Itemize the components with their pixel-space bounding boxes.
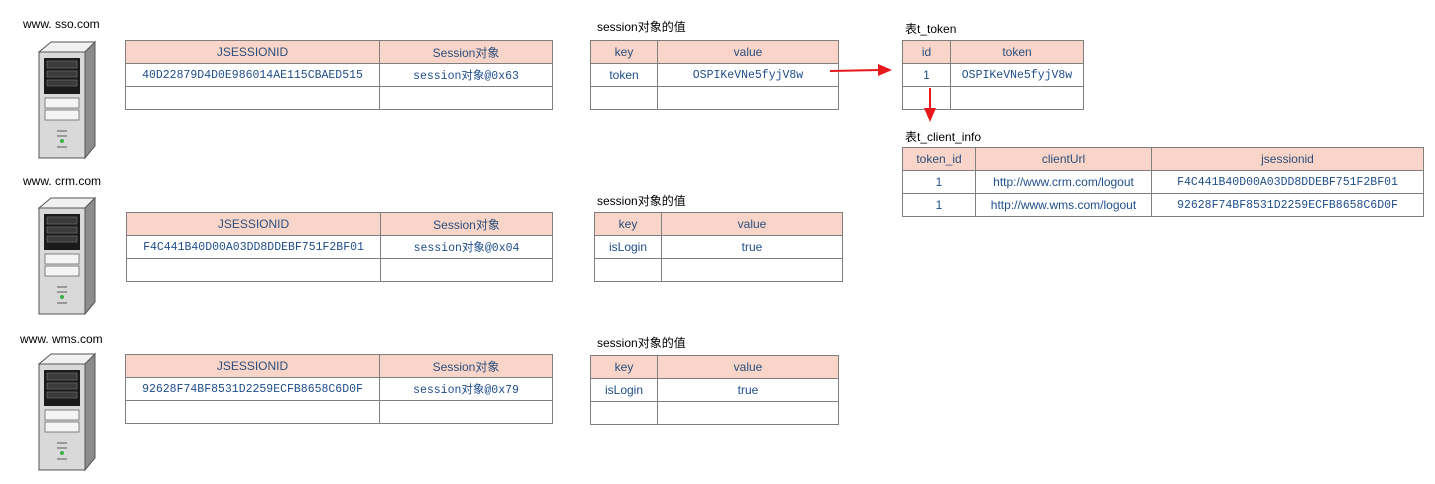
column-header: JSESSIONID [126,212,381,236]
arrow-down-icon [924,88,936,122]
table-row: 1 http://www.wms.com/logout 92628F74BF85… [902,193,1424,217]
column-header: key [590,40,658,64]
column-header: key [594,212,662,236]
session-values-table: key value isLogin true [594,212,843,282]
table-header-row: id token [902,40,1084,64]
column-header: JSESSIONID [125,40,380,64]
column-header: Session对象 [379,354,553,378]
session-values-title: session对象的值 [597,20,686,34]
empty-cell [657,401,839,425]
value-cell: OSPIKeVNe5fyjV8w [657,63,839,87]
column-header: Session对象 [380,212,553,236]
key-cell: isLogin [594,235,662,259]
empty-cell [125,86,380,110]
session-object-cell: session对象@0x04 [380,235,553,259]
empty-cell [379,86,553,110]
table-header-row: key value [590,40,839,64]
table-row [594,258,843,282]
column-header: token_id [902,147,976,171]
table-header-row: key value [594,212,843,236]
client-url-cell: http://www.wms.com/logout [975,193,1152,217]
value-cell: true [657,378,839,402]
server-icon [37,40,97,160]
column-header: jsessionid [1151,147,1424,171]
empty-cell [125,400,380,424]
jsessionid-cell: F4C441B40D00A03DD8DDEBF751F2BF01 [126,235,381,259]
table-row: F4C441B40D00A03DD8DDEBF751F2BF01 session… [126,235,553,259]
empty-cell [590,401,658,425]
id-cell: 1 [902,63,951,87]
table-row [125,400,553,424]
session-values-title: session对象的值 [597,336,686,350]
table-row: 1 http://www.crm.com/logout F4C441B40D00… [902,170,1424,194]
column-header: value [661,212,843,236]
session-table: JSESSIONID Session对象 40D22879D4D0E986014… [125,40,553,110]
table-row: isLogin true [594,235,843,259]
token-id-cell: 1 [902,193,976,217]
server-host-label: www. sso.com [23,17,100,31]
session-values-table: key value isLogin true [590,355,839,425]
table-row [590,86,839,110]
table-row: 40D22879D4D0E986014AE115CBAED515 session… [125,63,553,87]
key-cell: token [590,63,658,87]
column-header: value [657,355,839,379]
table-row [125,86,553,110]
empty-cell [594,258,662,282]
session-values-title: session对象的值 [597,194,686,208]
session-values-table: key value token OSPIKeVNe5fyjV8w [590,40,839,110]
table-row: 92628F74BF8531D2259ECFB8658C6D0F session… [125,377,553,401]
table-row [126,258,553,282]
table-row: token OSPIKeVNe5fyjV8w [590,63,839,87]
jsessionid-cell: F4C441B40D00A03DD8DDEBF751F2BF01 [1151,170,1424,194]
table-header-row: key value [590,355,839,379]
session-object-cell: session对象@0x79 [379,377,553,401]
token-table-title: 表t_token [905,22,957,36]
table-header-row: JSESSIONID Session对象 [126,212,553,236]
jsessionid-cell: 92628F74BF8531D2259ECFB8658C6D0F [125,377,380,401]
client-info-table-title: 表t_client_info [905,130,982,144]
table-row: isLogin true [590,378,839,402]
empty-cell [661,258,843,282]
empty-cell [379,400,553,424]
token-table: id token 1 OSPIKeVNe5fyjV8w [902,40,1084,110]
server-host-label: www. wms.com [20,332,103,346]
column-header: Session对象 [379,40,553,64]
session-table: JSESSIONID Session对象 92628F74BF8531D2259… [125,354,553,424]
table-header-row: JSESSIONID Session对象 [125,40,553,64]
jsessionid-cell: 40D22879D4D0E986014AE115CBAED515 [125,63,380,87]
column-header: value [657,40,839,64]
empty-cell [950,86,1084,110]
jsessionid-cell: 92628F74BF8531D2259ECFB8658C6D0F [1151,193,1424,217]
arrow-right-icon [830,64,892,76]
column-header: clientUrl [975,147,1152,171]
token-id-cell: 1 [902,170,976,194]
table-row: 1 OSPIKeVNe5fyjV8w [902,63,1084,87]
value-cell: true [661,235,843,259]
token-cell: OSPIKeVNe5fyjV8w [950,63,1084,87]
key-cell: isLogin [590,378,658,402]
empty-cell [126,258,381,282]
empty-cell [657,86,839,110]
empty-cell [380,258,553,282]
table-header-row: JSESSIONID Session对象 [125,354,553,378]
column-header: token [950,40,1084,64]
client-info-table: token_id clientUrl jsessionid 1 http://w… [902,147,1424,217]
table-header-row: token_id clientUrl jsessionid [902,147,1424,171]
server-host-label: www. crm.com [23,174,101,188]
empty-cell [590,86,658,110]
client-url-cell: http://www.crm.com/logout [975,170,1152,194]
session-table: JSESSIONID Session对象 F4C441B40D00A03DD8D… [126,212,553,282]
column-header: key [590,355,658,379]
column-header: JSESSIONID [125,354,380,378]
session-object-cell: session对象@0x63 [379,63,553,87]
server-icon [37,196,97,316]
server-icon [37,352,97,472]
table-row [590,401,839,425]
column-header: id [902,40,951,64]
